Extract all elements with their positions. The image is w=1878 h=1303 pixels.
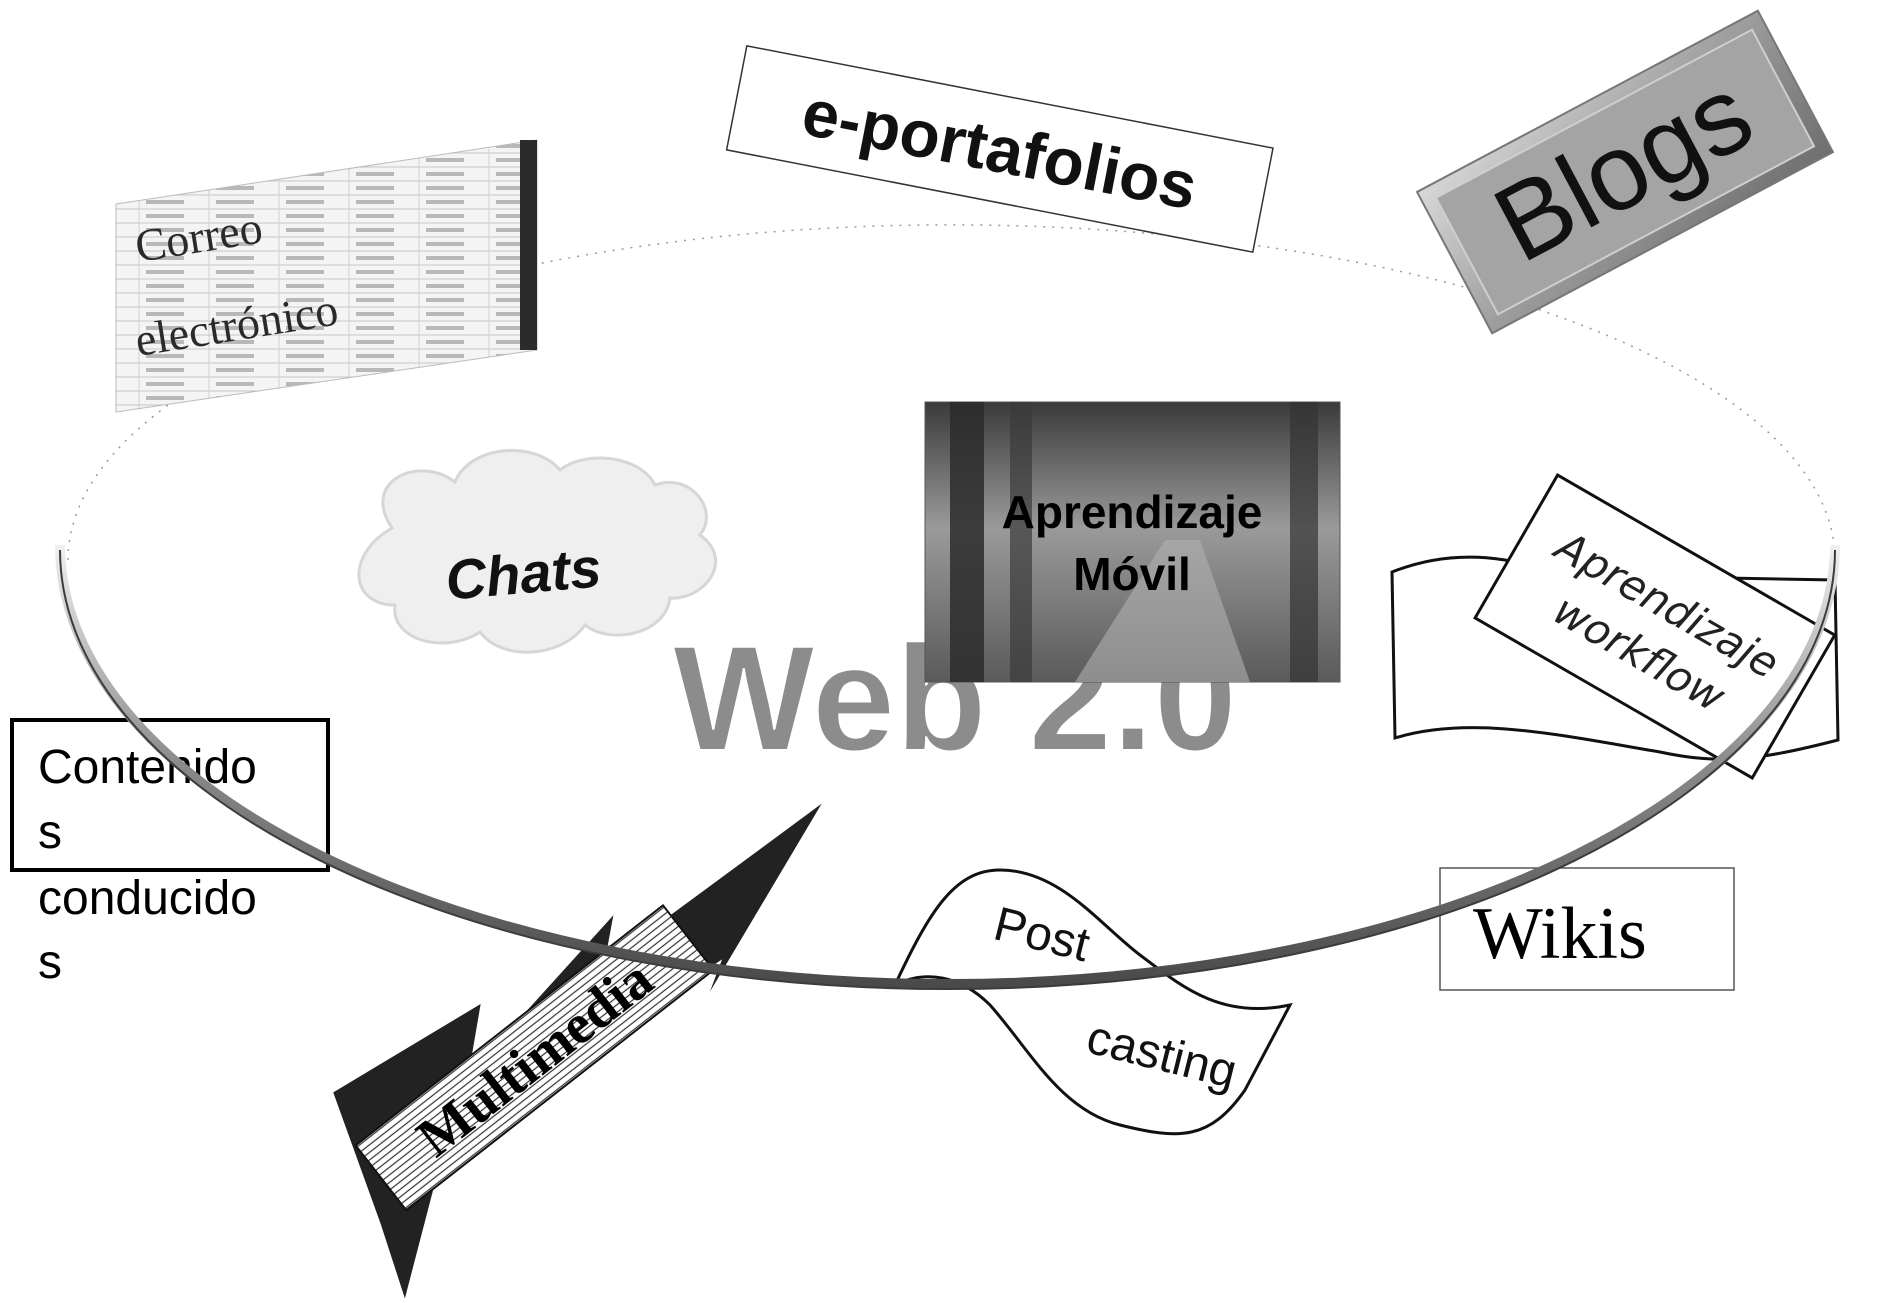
wave-shape	[891, 868, 1293, 1136]
ellipse-bottom-ring	[55, 544, 1840, 990]
movil-line1: Aprendizaje	[1002, 486, 1263, 538]
node-chats: Chats	[357, 449, 718, 654]
spreadsheet-image	[115, 139, 538, 413]
wikis-label: Wikis	[1473, 893, 1647, 975]
node-eportafolios: e-portafolios	[725, 44, 1274, 254]
node-wikis: Wikis	[1439, 867, 1735, 991]
node-blogs: Blogs	[1415, 9, 1835, 335]
multimedia-band	[354, 903, 715, 1212]
contenidos-box	[10, 718, 330, 872]
node-contenidos-conducidos: Contenido s conducido s	[10, 718, 330, 989]
node-multimedia: Multimedia	[330, 799, 826, 1303]
cloud-shape	[357, 449, 718, 654]
contenidos-line2: s	[38, 806, 62, 859]
node-correo-electronico: Correo electrónico	[115, 139, 538, 413]
node-postcasting: Post casting	[891, 868, 1293, 1136]
contenidos-line1: Contenido	[38, 741, 257, 794]
node-aprendizaje-movil: Aprendizaje Móvil	[924, 401, 1341, 683]
chats-label: Chats	[443, 535, 603, 611]
contenidos-line4: s	[38, 936, 62, 989]
movil-line2: Móvil	[1073, 548, 1191, 600]
contenidos-line3: conducido	[38, 872, 257, 925]
node-aprendizaje-workflow: Aprendizaje workflow	[1390, 472, 1840, 780]
